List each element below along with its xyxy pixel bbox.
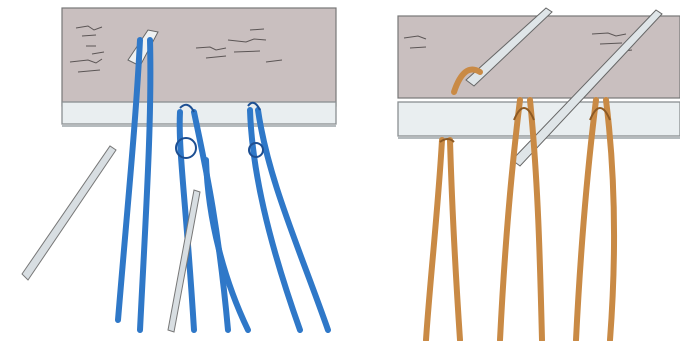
needle-icon (167, 189, 201, 333)
rod (61, 101, 337, 125)
blue-knotting-drawing (21, 7, 337, 333)
blue-cords (115, 37, 331, 333)
orange-cords (423, 66, 618, 341)
right-illustration-panel (380, 0, 680, 341)
knotting-needle-icon (511, 9, 663, 167)
fabric-texture (69, 25, 283, 73)
orange-cord-shading (439, 107, 611, 143)
left-illustration-panel (18, 0, 338, 341)
rod (397, 101, 680, 137)
fabric-swatch (397, 15, 680, 99)
crochet-hook-icon (465, 7, 553, 87)
blue-cord-shading (175, 101, 264, 159)
fabric-swatch (61, 7, 337, 107)
needle-icon (21, 145, 117, 281)
orange-knotting-drawing (397, 7, 680, 341)
